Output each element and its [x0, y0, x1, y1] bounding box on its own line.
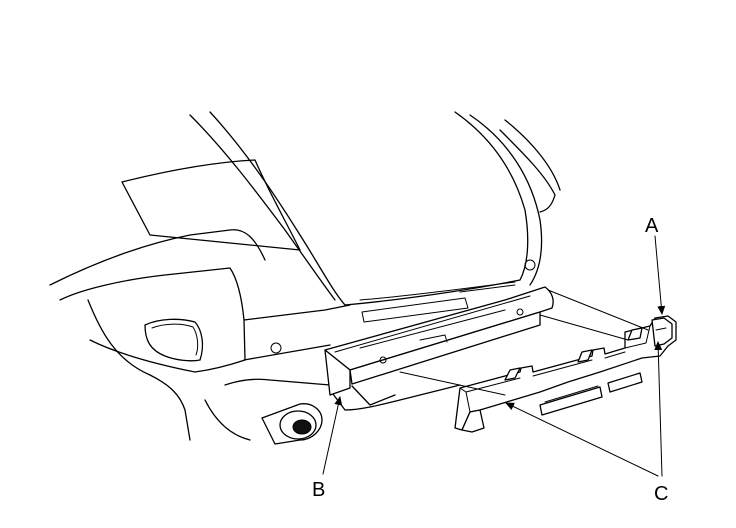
bumper-absorber [454, 315, 677, 433]
vehicle-body [49, 111, 561, 445]
callout-b: B [312, 479, 325, 501]
bumper-beam [324, 284, 554, 396]
callout-a: A [645, 215, 659, 237]
callout-c: C [654, 483, 668, 505]
leader-lines [322, 235, 666, 477]
alignment-lines [399, 289, 649, 396]
